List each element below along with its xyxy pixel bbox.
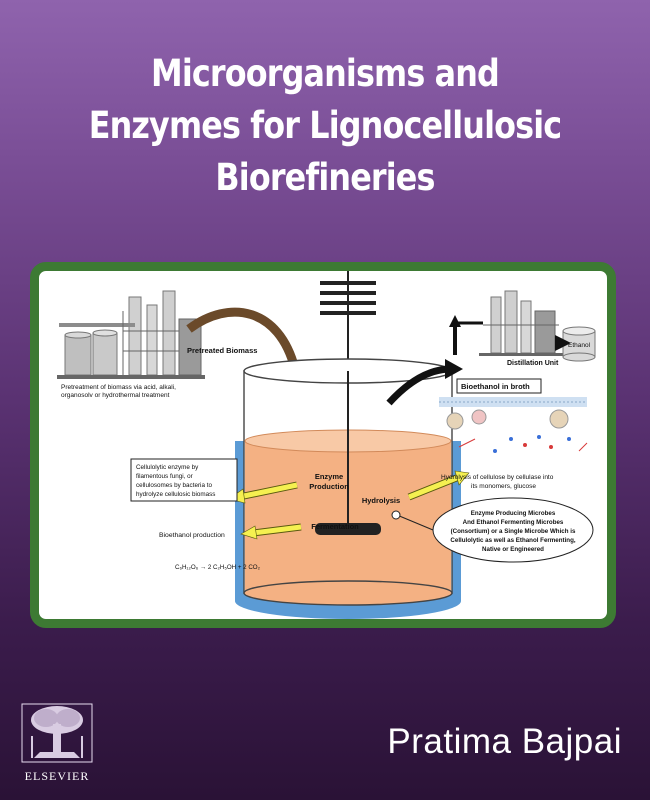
pretreated-biomass-arrow	[186, 307, 300, 371]
hydrolysis-desc-line-2: its monomers, glucose	[471, 483, 536, 490]
title-line-3: Biorefineries	[215, 156, 435, 199]
ethanol-label: Ethanol	[568, 342, 591, 349]
bioethanol-arrow	[386, 365, 452, 406]
fermentation-tank	[235, 358, 461, 619]
bioethanol-production-label: Bioethanol production	[159, 532, 225, 539]
cellulolytic-line-3: cellulosomes by bacteria to	[136, 482, 212, 489]
microbes-line-5: Native or Engineered	[482, 546, 544, 553]
distillation-unit-label: Distillation Unit	[507, 360, 559, 367]
hydrolysis-desc-line-1: Hydrolysis of cellulose by cellulase int…	[441, 474, 554, 481]
bioethanol-arrow-head	[445, 359, 463, 379]
microbes-line-1: Enzyme Producing Microbes	[471, 510, 556, 517]
cellulose-hydrolysis-illustration	[439, 397, 588, 453]
microbes-line-3: (Consortium) or a Single Microbe Which i…	[451, 528, 576, 535]
hydrolysis-label: Hydrolysis	[362, 496, 400, 505]
microbes-line-2: And Ethanol Fermenting Microbes	[463, 519, 564, 526]
pretreated-biomass-label: Pretreated Biomass	[187, 346, 257, 355]
title-line-2: Enzymes for Lignocellulosic	[88, 104, 562, 147]
yellow-arrows	[228, 470, 470, 540]
pretreatment-label-2: organosolv or hydrothermal treatment	[61, 392, 170, 399]
book-title: Microorganisms and Enzymes for Lignocell…	[46, 48, 605, 204]
fermentation-equation: C₆H₁₂O₆ → 2 C₂H₅OH + 2 CO₂	[175, 564, 261, 571]
enzyme-label: Enzyme	[315, 472, 343, 481]
fermentation-label: Fermentation	[311, 522, 359, 531]
bioethanol-in-broth-label: Bioethanol in broth	[461, 382, 530, 391]
microbes-line-4: Cellulolytic as well as Ethanol Fermenti…	[450, 537, 575, 544]
pretreatment-label: Pretreatment of biomass via acid, alkali…	[61, 384, 176, 391]
cellulolytic-enzyme-box	[130, 458, 238, 502]
distillation-unit-icon	[449, 290, 596, 362]
elsevier-tree-logo-icon	[21, 703, 93, 763]
publisher-logo: ELSEVIER	[18, 696, 96, 784]
biorefinery-process-diagram: Pretreatment of biomass via acid, alkali…	[57, 271, 596, 619]
author-name: Pratima Bajpai	[387, 722, 622, 761]
cover-illustration-frame: Pretreatment of biomass via acid, alkali…	[30, 262, 616, 628]
title-line-1: Microorganisms and	[151, 52, 500, 95]
bioethanol-in-broth-box	[456, 378, 542, 394]
cellulolytic-line-4: hydrolyze cellulosic biomass	[136, 491, 215, 498]
cellulolytic-line-2: filamentous fungi, or	[136, 473, 193, 480]
microbes-pointer	[396, 514, 434, 531]
cellulolytic-line-1: Cellulolytic enzyme by	[136, 464, 199, 471]
pretreatment-plant-icon	[57, 290, 205, 379]
publisher-name: ELSEVIER	[24, 769, 90, 783]
production-label: Production	[309, 482, 349, 491]
